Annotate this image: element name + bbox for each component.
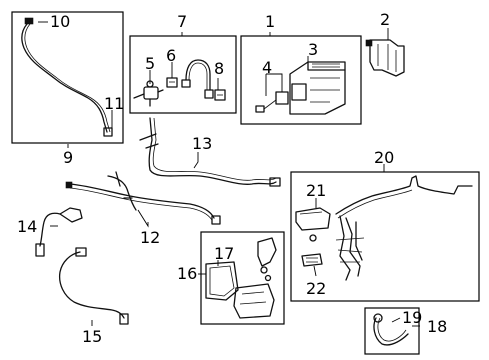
callout-13: 13 xyxy=(192,134,212,153)
callout-18: 18 xyxy=(427,317,447,336)
valve-5 xyxy=(133,80,164,107)
vapor-tube-9 xyxy=(21,17,113,137)
sensor-wire-15 xyxy=(58,247,129,325)
callout-3: 3 xyxy=(308,40,318,59)
callout-7: 7 xyxy=(177,12,187,31)
canister-3 xyxy=(289,61,346,115)
callout-22: 22 xyxy=(306,279,326,298)
callout-16: 16 xyxy=(177,264,197,283)
oxygen-sensor-14 xyxy=(35,207,83,257)
leader-lines xyxy=(38,21,420,327)
vapor-lines-20 xyxy=(335,175,473,281)
group-box-20 xyxy=(290,171,480,302)
group-box-16 xyxy=(200,231,285,325)
group-box-1 xyxy=(240,35,362,125)
shield-2 xyxy=(365,39,405,77)
callout-12: 12 xyxy=(140,228,160,247)
callout-20: 20 xyxy=(374,148,394,167)
group-box-9 xyxy=(11,11,124,144)
callout-11: 11 xyxy=(104,94,124,113)
group-box-7 xyxy=(129,35,237,114)
callout-17: 17 xyxy=(214,244,234,263)
vent-tube-12 xyxy=(65,171,221,225)
callout-1: 1 xyxy=(265,12,275,31)
callout-15: 15 xyxy=(82,327,102,346)
module-16 xyxy=(233,237,277,319)
clip-6 xyxy=(166,77,178,88)
bracket-4 xyxy=(255,91,289,113)
callout-14: 14 xyxy=(17,217,37,236)
callout-21: 21 xyxy=(306,181,326,200)
valve-21 xyxy=(295,207,331,242)
clip-8 xyxy=(214,89,226,101)
callout-8: 8 xyxy=(214,59,224,78)
callout-10: 10 xyxy=(50,12,70,31)
vent-tube-13 xyxy=(139,117,281,187)
group-box-18 xyxy=(364,307,420,355)
callout-6: 6 xyxy=(166,46,176,65)
callout-5: 5 xyxy=(145,54,155,73)
clip-22 xyxy=(301,253,323,267)
callout-2: 2 xyxy=(380,10,390,29)
hose-7 xyxy=(181,59,214,99)
callout-9: 9 xyxy=(63,148,73,167)
gasket-17 xyxy=(205,261,239,301)
callout-4: 4 xyxy=(262,58,272,77)
callout-19: 19 xyxy=(402,308,422,327)
hose-18 xyxy=(373,313,409,346)
